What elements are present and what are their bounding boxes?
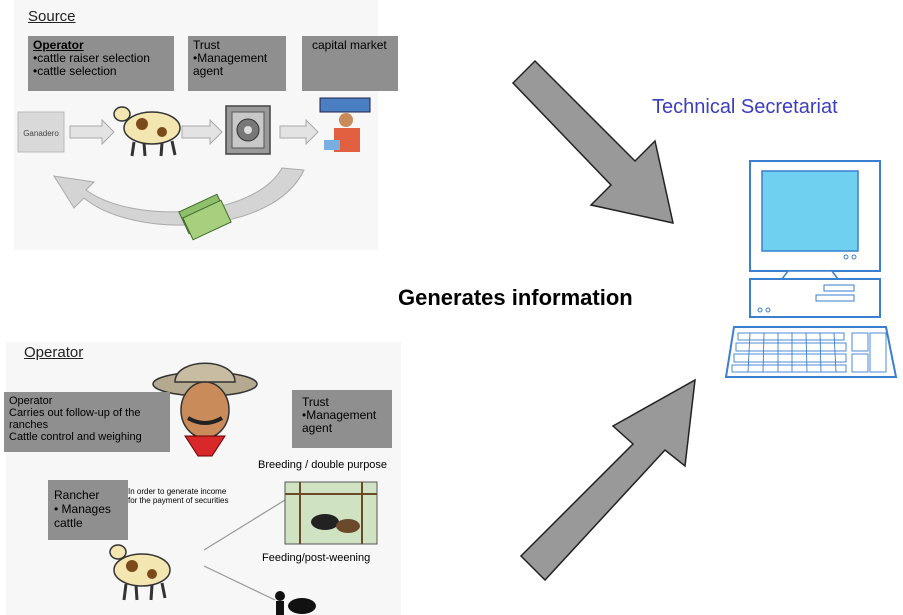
flow-arrow-3 — [279, 118, 319, 146]
rancher-line: • Manages — [54, 502, 111, 516]
income-note: In order to generate income for the paym… — [128, 487, 229, 505]
income-note-line: In order to generate income — [128, 487, 227, 496]
source-trust-line: Trust — [193, 38, 220, 52]
source-trust-box: Trust •Management agent — [188, 36, 286, 91]
source-label: Source — [28, 8, 76, 25]
rancher-line: Rancher — [54, 488, 100, 502]
capital-market-box: capital market — [302, 36, 398, 91]
corral-icon — [284, 481, 378, 545]
operator-followup-line: Carries out follow-up of the — [9, 407, 141, 419]
feeding-label: Feeding/post-weening — [262, 552, 371, 564]
cow-icon — [113, 106, 181, 157]
connector-line — [203, 499, 286, 551]
connector-line — [203, 565, 276, 601]
generates-information-label: Generates information — [398, 285, 633, 310]
herder-icon — [275, 591, 316, 615]
operator-trust-line: Trust — [302, 395, 329, 409]
source-trust-line: •Management — [193, 51, 268, 65]
operator-flow-diagram — [109, 481, 378, 615]
operator-trust-line: •Management — [302, 408, 377, 422]
source-operator-line: •cattle selection — [33, 64, 117, 78]
computer-icon — [724, 160, 898, 378]
flow-arrow-2 — [181, 118, 223, 146]
vault-icon — [225, 105, 271, 155]
arrow-up-right — [519, 378, 696, 582]
cowboy-icon — [152, 362, 258, 457]
rancher-box: Rancher • Manages cattle — [48, 480, 128, 540]
operator-trust-line: agent — [302, 421, 333, 435]
rancher-line: cattle — [54, 516, 83, 530]
operator-label: Operator — [24, 344, 84, 361]
breeding-label: Breeding / double purpose — [258, 459, 388, 471]
source-trust-line: agent — [193, 64, 224, 78]
cow-icon — [109, 544, 171, 601]
arrow-down-right — [511, 59, 674, 224]
trader-icon — [319, 97, 371, 152]
operator-followup-line: Cattle control and weighing — [9, 431, 142, 443]
flow-arrow-1 — [69, 118, 115, 146]
return-arrow — [53, 167, 305, 226]
operator-trust-box: Trust •Management agent — [292, 390, 392, 448]
operator-followup-line: Operator — [9, 395, 53, 407]
ganadero-text: Ganadero — [23, 129, 59, 138]
source-operator-box: Operator •cattle raiser selection •cattl… — [28, 36, 174, 91]
income-note-line: for the payment of securities — [128, 496, 229, 505]
capital-market-label: capital market — [312, 38, 387, 52]
money-icon — [178, 193, 232, 241]
technical-secretariat-title: Technical Secretariat — [652, 96, 838, 118]
ganadero-box — [17, 111, 65, 153]
operator-followup-box: Operator Carries out follow-up of the ra… — [4, 392, 170, 452]
source-operator-line: •cattle raiser selection — [33, 51, 150, 65]
source-flow-diagram: Ganadero — [17, 97, 371, 241]
operator-followup-line: ranches — [9, 419, 49, 431]
source-operator-title: Operator — [33, 38, 84, 52]
